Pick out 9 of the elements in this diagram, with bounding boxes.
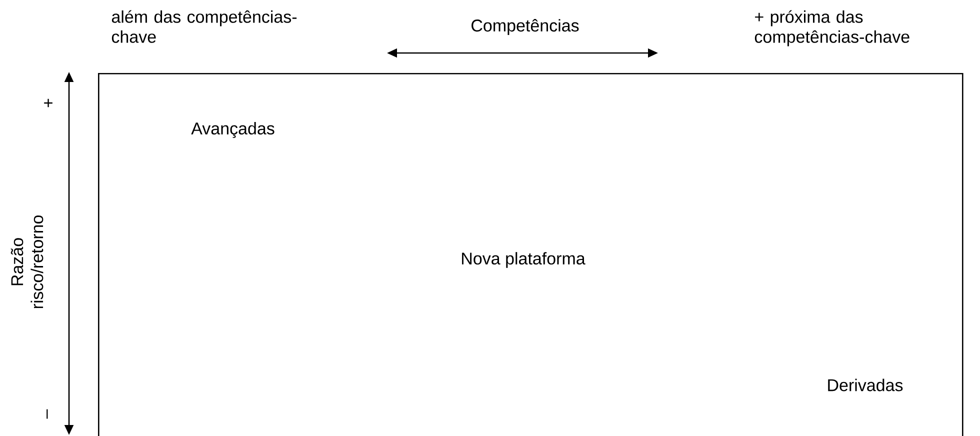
axis-label: Razão risco/retorno xyxy=(10,215,44,308)
axis-label: Competências xyxy=(472,19,579,35)
region-label: Nova plataforma xyxy=(462,252,586,268)
region-label: Avançadas xyxy=(191,122,274,138)
axis-label: – xyxy=(46,409,48,419)
axis-label: além das competências-chave xyxy=(112,10,297,43)
axis-label: + xyxy=(44,98,52,108)
region-label: Derivadas xyxy=(828,378,903,392)
axis-label: + próxima das competências-chave xyxy=(754,10,910,46)
